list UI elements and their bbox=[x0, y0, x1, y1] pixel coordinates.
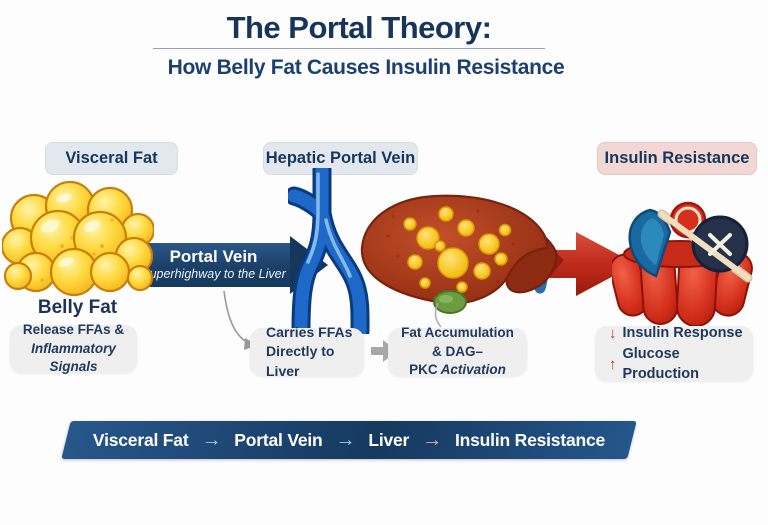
page-title: The Portal Theory: bbox=[226, 10, 492, 45]
liver-illustration bbox=[360, 194, 564, 314]
portal-vein-banner-title: Portal Vein bbox=[169, 247, 258, 267]
up-arrow-icon: ↑ bbox=[609, 355, 617, 373]
outcome-note: ↓ Insulin Response ↑ Glucose Production bbox=[595, 323, 753, 382]
glucose-production-text: Glucose Production bbox=[622, 345, 700, 382]
flow-item-liver: Liver bbox=[368, 429, 410, 450]
flow-item-insulin-resistance: Insulin Resistance bbox=[454, 429, 606, 450]
glucose-production-line: ↑ Glucose Production bbox=[609, 344, 753, 385]
portal-vein-illustration bbox=[288, 168, 370, 334]
portal-vein-banner-subtitle: Superhighway to the Liver bbox=[141, 266, 286, 281]
insulin-response-line: ↓ Insulin Response bbox=[609, 323, 753, 344]
carries-ffas-line1: Carries FFAs bbox=[266, 323, 353, 340]
insulin-response-text: Insulin Response bbox=[622, 325, 743, 342]
insulin-resistance-illustration bbox=[612, 201, 753, 326]
hepatic-portal-vein-label: Hepatic Portal Vein bbox=[263, 142, 418, 175]
fat-accumulation-line1: Fat Accumulation bbox=[401, 324, 514, 340]
title-divider bbox=[153, 48, 545, 49]
belly-fat-illustration bbox=[2, 180, 154, 297]
flow-arrow-blue-icon: → bbox=[335, 429, 356, 451]
release-ffas-line2: Inflammatory Signals bbox=[31, 340, 116, 375]
release-ffas-note: Release FFAs & Inflammatory Signals bbox=[10, 322, 137, 374]
dag-pkc-text: & DAG–PKC bbox=[409, 343, 483, 378]
down-arrow-icon: ↓ bbox=[609, 324, 617, 342]
carries-ffas-note: Carries FFAs Directly to Liver bbox=[250, 324, 364, 379]
visceral-fat-label: Visceral Fat bbox=[45, 142, 178, 175]
summary-flow-content: Visceral Fat → Portal Vein → Liver → Ins… bbox=[66, 421, 632, 459]
summary-flow-banner: Visceral Fat → Portal Vein → Liver → Ins… bbox=[61, 421, 637, 459]
curved-arrow-to-carries-box-icon bbox=[223, 290, 251, 345]
page-subtitle: How Belly Fat Causes Insulin Resistance bbox=[167, 56, 565, 79]
activation-text: Activation bbox=[440, 362, 506, 378]
flow-arrow-pink-icon: → bbox=[422, 429, 442, 451]
insulin-resistance-label: Insulin Resistance bbox=[597, 142, 757, 175]
release-ffas-line1: Release FFAs & bbox=[22, 321, 125, 337]
belly-fat-caption: Belly Fat bbox=[37, 297, 118, 318]
carries-ffas-line2: Directly to Liver bbox=[266, 343, 335, 379]
portal-vein-banner: Portal Vein Superhighway to the Liver bbox=[137, 243, 290, 287]
flow-item-portal-vein: Portal Vein bbox=[234, 429, 323, 450]
flow-item-visceral-fat: Visceral Fat bbox=[92, 429, 189, 450]
flow-arrow-blue-icon: → bbox=[201, 429, 222, 451]
